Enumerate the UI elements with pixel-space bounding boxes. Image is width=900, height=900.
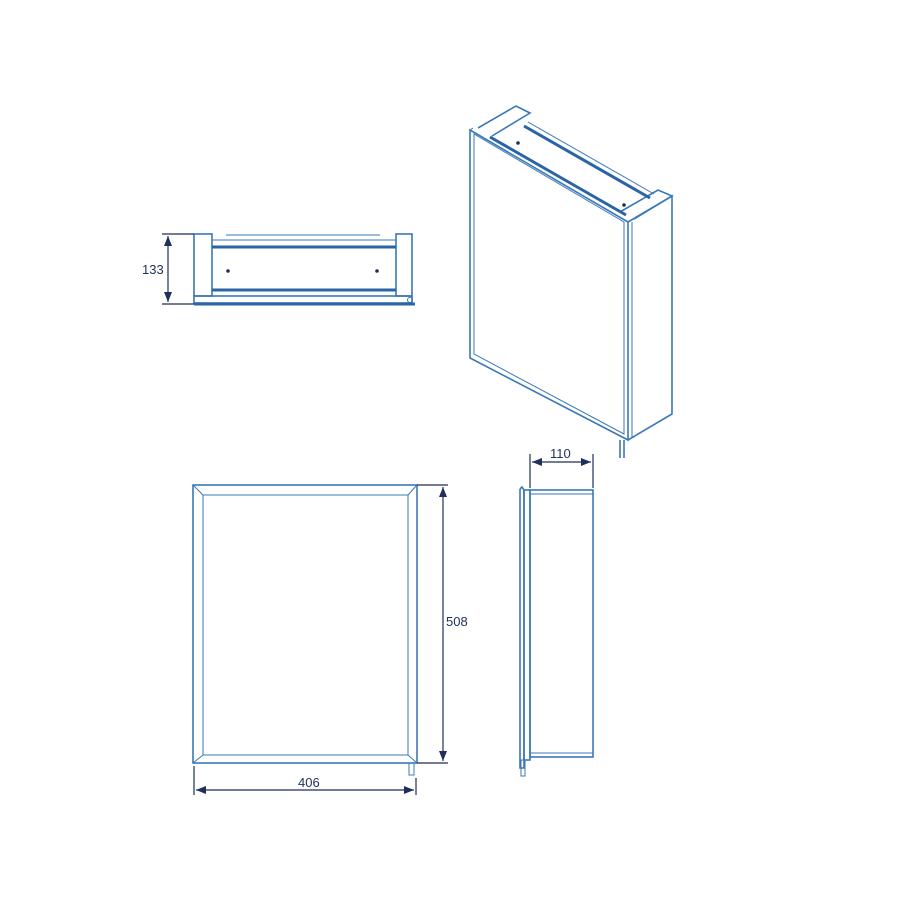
- dimension-label-406: 406: [298, 775, 320, 790]
- top-view: [193, 233, 415, 306]
- dimension-label-133: 133: [142, 262, 164, 277]
- front-view: [192, 484, 418, 776]
- dimension-label-110: 110: [550, 446, 571, 461]
- dimension-133: [162, 233, 194, 305]
- dimension-406: [193, 766, 417, 795]
- dimension-508: [417, 484, 448, 764]
- isometric-view: [469, 105, 674, 458]
- dimension-label-508: 508: [446, 614, 468, 629]
- side-view: [519, 485, 594, 777]
- dimension-110: [529, 454, 594, 488]
